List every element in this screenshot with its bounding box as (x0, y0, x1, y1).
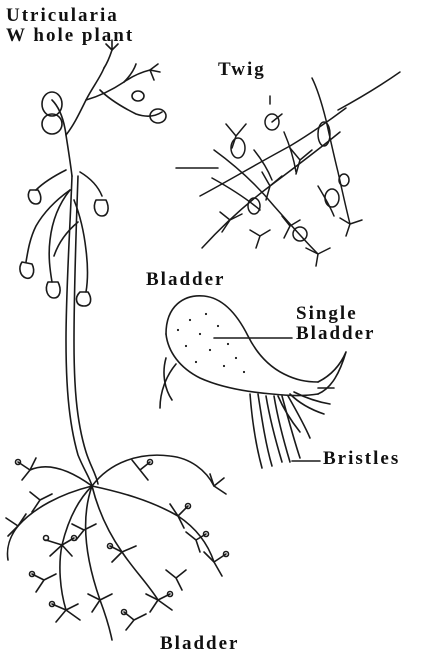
whole-plant-illustration (6, 40, 229, 640)
bladder-bottom-label: Bladder (160, 634, 239, 654)
single-bladder-line-1: Single (296, 304, 375, 324)
twig-illustration (176, 72, 400, 266)
bristles-label: Bristles (323, 449, 400, 469)
title-line-1: Utricularia (6, 6, 134, 26)
single-bladder-label: Single Bladder (296, 304, 375, 344)
bladder-stipple (177, 313, 244, 372)
title-label: Utricularia W hole plant (6, 6, 134, 46)
single-bladder-line-2: Bladder (296, 324, 375, 344)
bladder-mid-label: Bladder (146, 270, 225, 290)
title-line-2: W hole plant (6, 26, 134, 46)
twig-label: Twig (218, 60, 266, 80)
